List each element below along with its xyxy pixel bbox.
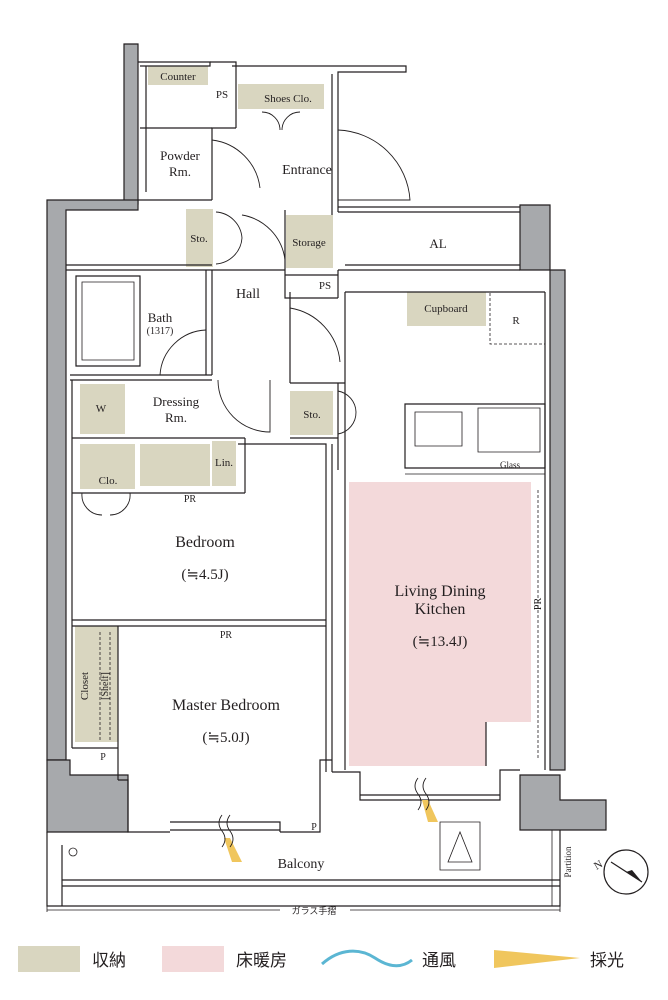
ventilation-arrow [422,777,430,811]
legend-floor-heating-swatch [162,946,224,972]
powder-room-label-2: Rm. [169,164,191,179]
master-bedroom-label: Master Bedroom [172,697,281,714]
pr-ldk-label: PR [533,598,544,611]
north-compass: N [592,849,649,895]
cupboard-fill [407,292,486,326]
bedroom-label: Bedroom [175,534,235,551]
ps-label: PS [216,89,228,101]
doors [81,111,411,516]
cupboard-label: Cupboard [424,303,468,315]
daylight-arrow [224,838,242,862]
entrance-label: Entrance [282,163,332,178]
ldk-label-2: Kitchen [415,601,466,618]
dressing-shelf-fill [140,444,210,486]
storage-areas [75,66,486,742]
wall-outlines [46,61,561,912]
sto-ldk-label: Sto. [303,409,321,421]
sto-ldk-fill [290,391,333,435]
ventilation-arrow [226,814,234,848]
pr-bedroom-label: PR [184,494,197,505]
glass-label: Glass [500,460,520,470]
legend-daylight-label: 採光 [590,951,624,971]
legend-floor-heating-label: 床暖房 [236,951,287,971]
counter-label: Counter [160,71,196,83]
shoes-closet-fill [238,84,324,109]
closet-label: Closet [79,672,91,700]
dressing-room-label: Dressing [153,394,200,409]
sto-hall-fill [186,209,213,267]
legend: 収納 床暖房 通風 採光 [18,946,624,972]
ps2-label: PS [319,280,331,292]
closet-fill [75,626,118,742]
room-labels: Counter PS Shoes Clo. Powder Rm. Entranc… [79,71,573,917]
clo-label: Clo. [99,475,118,487]
counter-fill [148,66,208,85]
master-size-label: (≒5.0J) [202,730,249,746]
legend-ventilation-swatch [321,949,413,968]
legend-daylight-swatch [494,950,580,968]
dressing-room-label-2: Rm. [165,410,187,425]
ventilation-arrow [218,814,226,848]
hall-label: Hall [236,287,260,302]
p-balcony-label: P [311,822,317,833]
p-left-label: P [100,752,106,763]
ventilation-arrow [414,777,422,811]
bath-label: Bath [148,310,173,325]
daylight-arrow [422,800,438,822]
lin-label: Lin. [215,457,233,469]
ldk-label: Living Dining [394,583,485,600]
glass-rail-label: ガラス手摺 [292,905,337,917]
north-label: N [592,858,605,872]
ldk-size-label: (≒13.4J) [413,634,468,650]
legend-storage-swatch [18,946,80,972]
shelf-label: [Shelf] [100,672,111,700]
legend-storage-label: 収納 [92,951,126,971]
storage-fill [286,215,333,268]
legend-ventilation-label: 通風 [422,951,456,971]
ventilation-daylight-markers [218,777,438,862]
clo-fill [80,444,135,489]
floor-heating-area [349,482,531,766]
bath-size-label: (1317) [147,326,174,337]
shoes-closet-label: Shoes Clo. [264,93,312,105]
sto-hall-label: Sto. [190,233,208,245]
w-label: W [96,403,107,415]
bedroom-size-label: (≒4.5J) [181,567,228,583]
lin-fill [212,441,236,486]
powder-room-label: Powder [160,148,200,163]
r-label: R [512,315,520,327]
balcony-label: Balcony [278,857,325,872]
al-label: AL [429,236,446,251]
storage-label: Storage [292,237,326,249]
w-fill [80,384,125,434]
pr-master-label: PR [220,630,233,641]
partition-label: Partition [563,846,573,877]
